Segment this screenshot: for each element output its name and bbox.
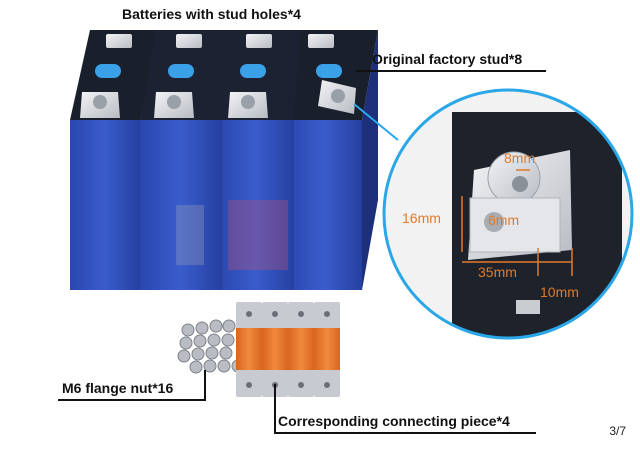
connector-leader xyxy=(274,384,276,434)
magnifier xyxy=(353,88,634,340)
dim-6mm: 6mm xyxy=(488,212,520,228)
connecting-pieces xyxy=(236,302,340,397)
dim-10mm: 10mm xyxy=(540,284,579,300)
connector-underline xyxy=(274,432,536,434)
connector-label: Corresponding connecting piece*4 xyxy=(278,413,510,429)
factory-stud-leader xyxy=(356,70,372,72)
dim-8mm: 8mm xyxy=(504,150,536,166)
terminals xyxy=(80,34,356,118)
dim-35mm: 35mm xyxy=(478,264,517,280)
reflections xyxy=(176,200,288,270)
flange-nuts xyxy=(177,319,245,374)
flange-nut-leader xyxy=(204,370,206,401)
page-indicator: 3/7 xyxy=(609,424,626,438)
factory-stud-underline xyxy=(370,70,546,72)
flange-nut-underline xyxy=(58,399,206,401)
factory-stud-label: Original factory stud*8 xyxy=(372,51,523,67)
batteries-label: Batteries with stud holes*4 xyxy=(122,6,301,22)
dim-16mm: 16mm xyxy=(402,210,441,226)
flange-nut-label: M6 flange nut*16 xyxy=(62,380,174,396)
